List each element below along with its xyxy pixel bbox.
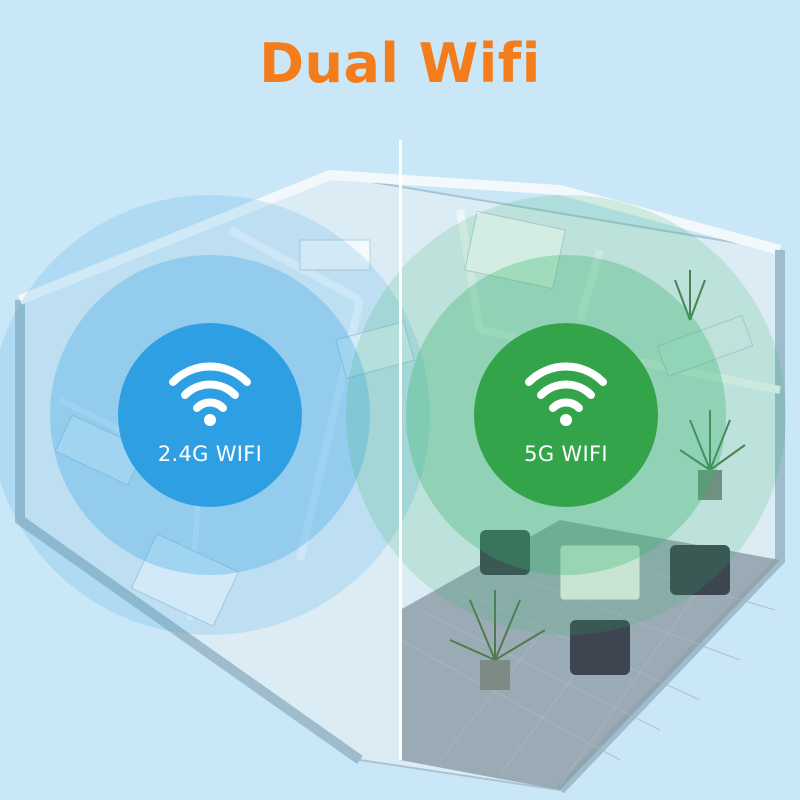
dining-table: [335, 321, 415, 379]
page-title: Dual Wifi: [259, 32, 541, 95]
house-wall-left: [15, 300, 363, 765]
divider-line: [399, 140, 402, 760]
band-badge-5ghz: 5G WIFI: [474, 323, 658, 507]
wifi-icon: [525, 362, 607, 426]
interior-wall: [228, 226, 362, 304]
plant: [674, 270, 706, 321]
house-wall-back: [18, 169, 782, 305]
patio-chair: [570, 620, 630, 675]
wifi-icon: [169, 362, 251, 426]
band-label: 5G WIFI: [524, 442, 608, 466]
plant: [449, 590, 546, 690]
band-badge-24ghz: 2.4G WIFI: [118, 323, 302, 507]
interior-wall: [576, 248, 604, 322]
patio-chair: [480, 530, 530, 575]
sofa: [656, 314, 754, 378]
band-label: 2.4G WIFI: [157, 442, 263, 466]
bed-left: [130, 533, 240, 627]
patio-chair: [670, 545, 730, 595]
patio-table: [559, 544, 641, 601]
plant: [679, 410, 746, 500]
kitchen-counter: [299, 239, 371, 271]
bed: [464, 210, 566, 290]
